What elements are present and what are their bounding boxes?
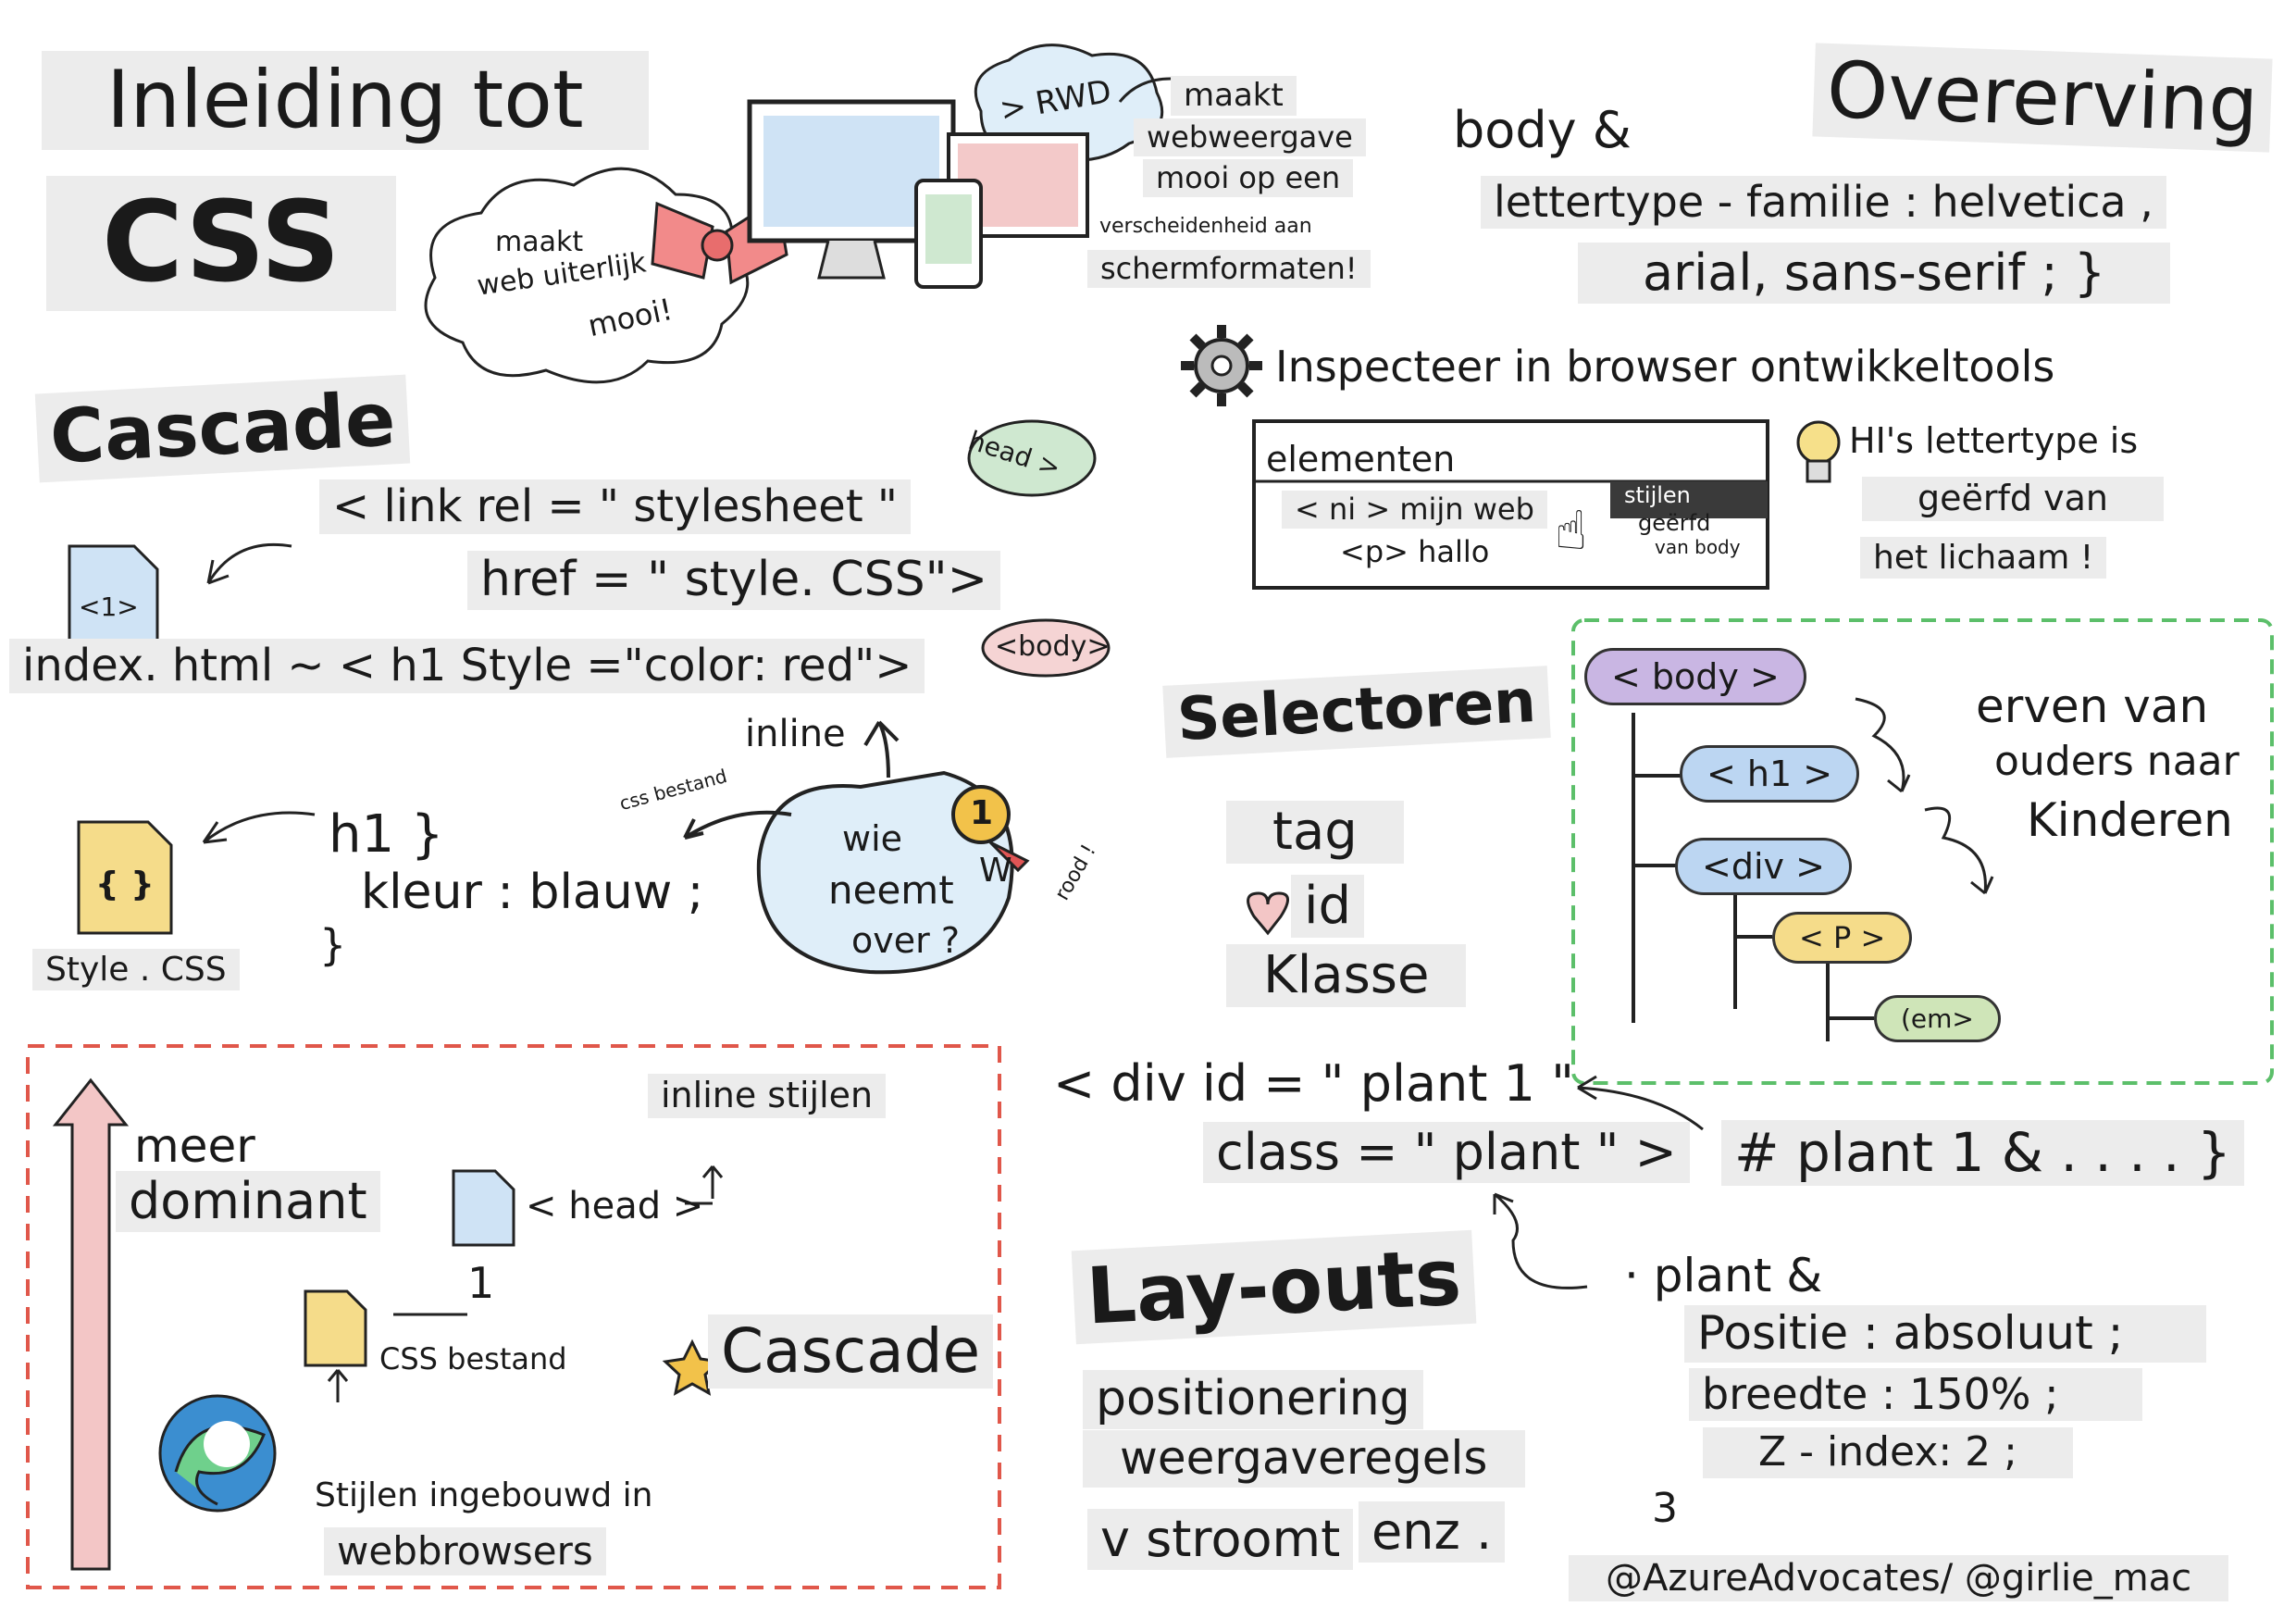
browser-logo-icon	[158, 1394, 277, 1513]
div-line-2: class = " plant " >	[1203, 1122, 1690, 1184]
body-bubble-shape	[981, 618, 1111, 678]
tip-1: HI's lettertype is	[1849, 420, 2139, 461]
rwd-text-2: webweergave	[1134, 118, 1366, 156]
inherit-code-3: arial, sans-serif ; }	[1578, 243, 2171, 305]
inheritance-box	[1571, 618, 2274, 1085]
id-rule: # plant 1 & . . . . }	[1721, 1120, 2244, 1186]
selector-class: Klasse	[1226, 944, 1467, 1008]
inline-styles-label: inline stijlen	[648, 1074, 887, 1118]
tip-2: geërfd van	[1862, 477, 2164, 521]
cloud-text-1: maakt	[495, 226, 584, 258]
tip-3: het lichaam !	[1860, 537, 2107, 579]
browser-styles-1: Stijlen ingebouwd in	[315, 1476, 653, 1514]
dominance-box	[26, 1044, 1001, 1589]
class-rule-1: · plant &	[1624, 1249, 1823, 1302]
who-wins-3: over ?	[851, 920, 960, 961]
class-rule-3: breedte : 150% ;	[1689, 1368, 2142, 1421]
layout-item-1: positionering	[1083, 1370, 1423, 1429]
rwd-text-3: mooi op een	[1143, 159, 1354, 197]
tree-text-3: Kinderen	[2027, 793, 2233, 847]
devtools-text: Inspecteer in browser ontwikkeltools	[1275, 342, 2055, 392]
layout-item-4: enz .	[1359, 1501, 1506, 1563]
css-rule-3: }	[319, 920, 347, 970]
style-file-icon: { }	[95, 866, 155, 903]
class-rule-5: 3	[1652, 1485, 1678, 1532]
file-icon-head	[452, 1169, 515, 1247]
tree-node-h1: < h1 >	[1680, 745, 1860, 803]
div-line-1: < div id = " plant 1 "	[1053, 1054, 1574, 1113]
tree-node-body: < body >	[1584, 648, 1806, 705]
dominance-number: 1	[467, 1258, 495, 1308]
panel-tab: elementen	[1266, 439, 1456, 479]
css-rule-2: kleur : blauw ;	[361, 865, 704, 920]
title-line2: CSS	[46, 176, 396, 311]
credit: @AzureAdvocates/ @girlie_mac	[1569, 1555, 2229, 1601]
inline-style-line: index. html ~ < h1 Style ="color: red">	[9, 639, 925, 694]
file-icon-h1	[68, 544, 159, 654]
title-line1: Inleiding tot	[42, 51, 649, 150]
medal-number: 1	[970, 794, 994, 832]
panel-geerfd: geërfd	[1638, 510, 1711, 536]
rwd-text-5: schermformaten!	[1087, 250, 1371, 288]
heart-icon	[1247, 891, 1289, 936]
selector-tag: tag	[1226, 801, 1404, 865]
tree-text-1: erven van	[1976, 679, 2209, 733]
tree-node-div: <div >	[1675, 838, 1852, 895]
panel-row-1: < ni > mijn web	[1282, 491, 1547, 529]
tree-lines	[1632, 713, 1874, 1041]
file-icon-style	[77, 820, 173, 935]
rwd-text-1: maakt	[1171, 76, 1297, 117]
inherit-code-2: lettertype - familie : helvetica ,	[1481, 176, 2166, 229]
inherit-code-1: body &	[1453, 101, 1632, 159]
css-rule-1: h1 }	[329, 804, 444, 865]
browser-styles-2: webbrowsers	[324, 1527, 606, 1576]
dominance-cascade: Cascade	[708, 1314, 994, 1389]
lightbulb-icon	[1796, 420, 1841, 483]
dominance-arrow	[52, 1077, 130, 1571]
file-icon-css	[304, 1289, 367, 1367]
tree-node-p: < P >	[1772, 912, 1913, 964]
inheritance-heading: Overerving	[1812, 43, 2273, 153]
pointer-icon: ☝	[1555, 499, 1588, 562]
panel-row-2: <p> hallo	[1340, 534, 1490, 569]
who-wins-2: neemt	[828, 867, 954, 913]
body-bubble-label: <body>	[995, 630, 1111, 663]
layout-item-3: v stroomt	[1087, 1509, 1354, 1571]
tree-node-em: (em>	[1874, 995, 2001, 1042]
medal-icon	[951, 785, 1030, 873]
who-wins-1: wie	[842, 818, 903, 859]
link-line-2: href = " style. CSS">	[467, 551, 1001, 610]
style-file-label: Style . CSS	[32, 949, 240, 991]
devices-icon	[747, 99, 1089, 289]
class-rule-4: Z - index: 2 ;	[1703, 1427, 2073, 1478]
who-wins-bubble	[756, 770, 1014, 975]
selector-id: id	[1291, 875, 1365, 939]
class-rule-2: Positie : absoluut ;	[1684, 1305, 2207, 1363]
link-line-1: < link rel = " stylesheet "	[319, 479, 911, 535]
head-bubble-shape	[967, 419, 1097, 497]
head-label: < head >	[526, 1185, 704, 1227]
dominance-meer: meer	[134, 1119, 255, 1173]
dominance-label: dominant	[116, 1171, 380, 1233]
file-h1-label: <1>	[79, 592, 139, 622]
tree-text-2: ouders naar	[1994, 738, 2240, 785]
rwd-text-4: verscheidenheid aan	[1099, 215, 1312, 238]
panel-stijlen: stijlen	[1624, 482, 1691, 508]
css-file-text: CSS bestand	[379, 1341, 567, 1376]
panel-van-body: van body	[1655, 536, 1741, 558]
inline-label: inline	[745, 713, 846, 755]
medal-w: W	[979, 852, 1012, 890]
layout-item-2: weergaveregels	[1083, 1430, 1525, 1488]
gear-icon	[1181, 325, 1262, 406]
